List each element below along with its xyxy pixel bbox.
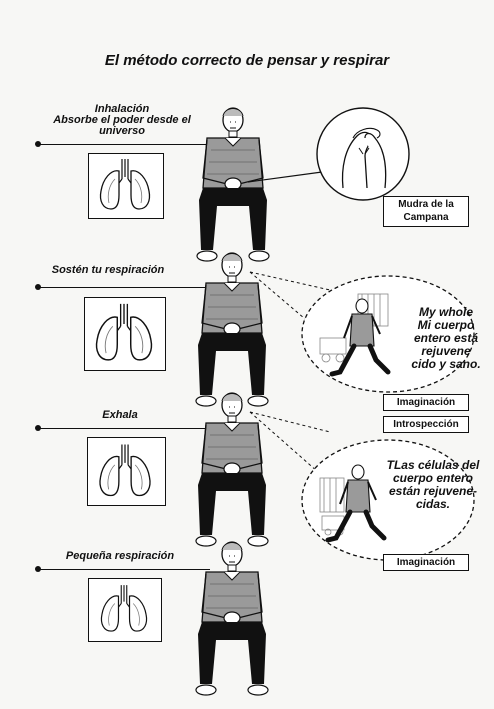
bubble-2-text: TLas células del cuerpo entero están rej…: [383, 459, 483, 511]
introspection-tag: Introspección: [383, 416, 469, 433]
imagination-tag: Imaginación: [383, 394, 469, 411]
imagination-tag: Imaginación: [383, 554, 469, 571]
bubble-2-text-line: cidas.: [383, 498, 483, 511]
bubble-1-text: My whole Mi cuerpo entero está rejuvene …: [404, 306, 488, 371]
bubble-1-text-line: cido y sano.: [404, 358, 488, 371]
